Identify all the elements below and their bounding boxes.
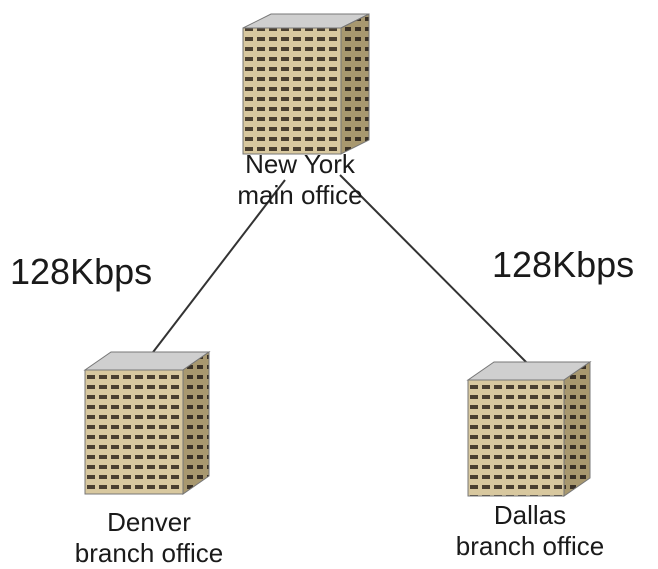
office-role: branch office: [455, 531, 605, 561]
office-building-icon: [466, 361, 592, 497]
office-label-dallas: Dallas branch office: [456, 500, 604, 562]
office-building-icon: [242, 13, 370, 155]
link-speed-label: 128Kbps: [492, 244, 635, 285]
office-label-denver: Denver branch office: [75, 507, 223, 569]
link-line-new-york-denver: [146, 179, 286, 361]
office-label-new-york: New York main office: [237, 149, 362, 211]
office-role: main office: [237, 180, 363, 210]
link-speed-label: 128Kbps: [10, 251, 153, 292]
office-name: New York: [245, 149, 355, 179]
office-role: branch office: [74, 538, 224, 568]
office-name: Dallas: [493, 500, 567, 530]
office-building-icon: [83, 351, 211, 495]
office-name: Denver: [107, 507, 191, 537]
link-line-new-york-dallas: [339, 174, 533, 369]
